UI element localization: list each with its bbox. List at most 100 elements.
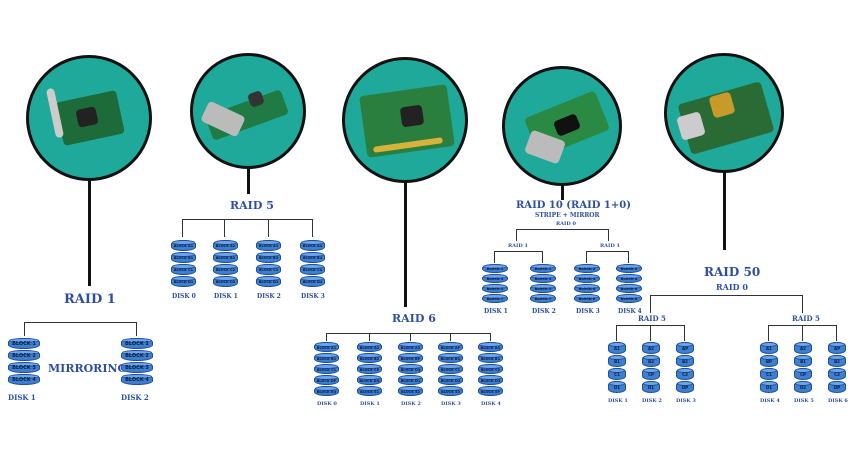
disk-block: BLOCK B3	[256, 252, 281, 263]
raid1-disk-name: DISK 1	[8, 393, 36, 402]
raid10-group1-label: RAID 1	[508, 243, 528, 249]
disk-block: C1	[760, 368, 778, 380]
disk-block: BLOCK D4	[300, 276, 325, 287]
disk-block: BLOCK A3	[256, 240, 281, 251]
disk-block: BLOCK 4	[8, 374, 40, 385]
disk-block: BLOCK E3	[438, 386, 463, 396]
disk-block: BLOCK 2	[574, 264, 600, 273]
disk-block: BLOCK D3	[478, 375, 503, 385]
disk-block: BLOCK C3	[256, 264, 281, 275]
raid50-raid0-label: RAID 0	[716, 282, 748, 292]
disk-block: BLOCK C2	[478, 364, 503, 374]
raid50-disk-name: DISK 5	[794, 398, 814, 404]
raid10-disk-name: DISK 4	[618, 308, 642, 315]
disk-block: BLOCK A3	[398, 342, 423, 352]
raid10-title: RAID 10 (RAID 1+0)	[516, 200, 631, 211]
disk-block: BLOCK A1	[171, 240, 196, 251]
raid5-card-image	[190, 53, 306, 169]
disk-block: D1	[760, 381, 778, 393]
disk-block: BLOCK EQ	[314, 386, 339, 396]
raid50-card-image	[664, 53, 784, 173]
disk-block: BLOCK 1	[8, 338, 40, 349]
disk-block: BLOCK B4	[300, 252, 325, 263]
disk-block: BLOCK C1	[314, 364, 339, 374]
disk-block: BLOCK 4	[121, 374, 153, 385]
raid5-disk-name: DISK 1	[214, 293, 238, 300]
raid6-disk-name: DISK 0	[317, 401, 337, 407]
disk-block: A1	[608, 342, 626, 354]
raid6-card-image	[342, 57, 468, 183]
disk-block: BLOCK 7	[482, 294, 508, 303]
disk-block: BLOCK B2	[213, 252, 238, 263]
disk-block: CP	[642, 368, 660, 380]
disk-block: BP	[760, 355, 778, 367]
disk-block: BLOCK B2	[357, 353, 382, 363]
raid50-disk-name: DISK 4	[760, 398, 780, 404]
disk-block: B1	[608, 355, 626, 367]
raid5-stem	[247, 168, 250, 194]
disk-block: BLOCK 4	[616, 274, 642, 283]
disk-block: BLOCK 3	[8, 362, 40, 373]
disk-block: C2	[676, 368, 694, 380]
raid10-group2-label: RAID 1	[600, 243, 620, 249]
disk-block: B2	[828, 355, 846, 367]
disk-block: CP	[794, 368, 812, 380]
raid1-stem	[88, 180, 91, 286]
disk-block: BLOCK DP	[314, 375, 339, 385]
disk-block: BLOCK 3	[121, 362, 153, 373]
raid50-stem	[723, 172, 726, 250]
raid10-raid0-label: RAID 0	[556, 221, 576, 227]
raid5-disk-name: DISK 3	[301, 293, 325, 300]
disk-block: BLOCK A1	[314, 342, 339, 352]
disk-block: BLOCK A2	[357, 342, 382, 352]
raid50-group1-label: RAID 5	[638, 314, 666, 323]
disk-block: A2	[642, 342, 660, 354]
disk-block: BLOCK D2	[213, 276, 238, 287]
raid10-stem	[561, 185, 564, 200]
disk-block: BLOCK 4	[574, 274, 600, 283]
disk-block: DP	[828, 381, 846, 393]
disk-block: DP	[676, 381, 694, 393]
raid50-group2-label: RAID 5	[792, 314, 820, 323]
raid6-stem	[404, 182, 407, 307]
disk-block: BLOCK B1	[314, 353, 339, 363]
disk-block: BLOCK 5	[530, 284, 556, 293]
disk-block: BLOCK 8	[616, 294, 642, 303]
disk-block: BLOCK E1	[357, 386, 382, 396]
disk-block: BLOCK C1	[438, 364, 463, 374]
disk-block: D1	[608, 381, 626, 393]
disk-block: BLOCK C4	[300, 264, 325, 275]
disk-block: BLOCK 7	[530, 294, 556, 303]
disk-block: BLOCK 5	[482, 284, 508, 293]
disk-block: BLOCK D1	[171, 276, 196, 287]
raid1-disk-name: DISK 2	[121, 393, 149, 402]
raid10-disk-name: DISK 3	[576, 308, 600, 315]
raid6-disk-name: DISK 2	[401, 401, 421, 407]
disk-block: BLOCK C2	[213, 264, 238, 275]
raid50-title: RAID 50	[704, 265, 761, 279]
disk-block: BLOCK D3	[256, 276, 281, 287]
disk-block: BLOCK 1	[121, 338, 153, 349]
raid6-disk-name: DISK 1	[360, 401, 380, 407]
disk-block: BLOCK 6	[574, 284, 600, 293]
raid10-disk-name: DISK 2	[532, 308, 556, 315]
disk-block: BLOCK CP	[357, 364, 382, 374]
disk-block: BLOCK D1	[398, 375, 423, 385]
raid1-card-image	[26, 55, 152, 181]
disk-block: C2	[828, 368, 846, 380]
raid1-title: RAID 1	[64, 292, 116, 307]
